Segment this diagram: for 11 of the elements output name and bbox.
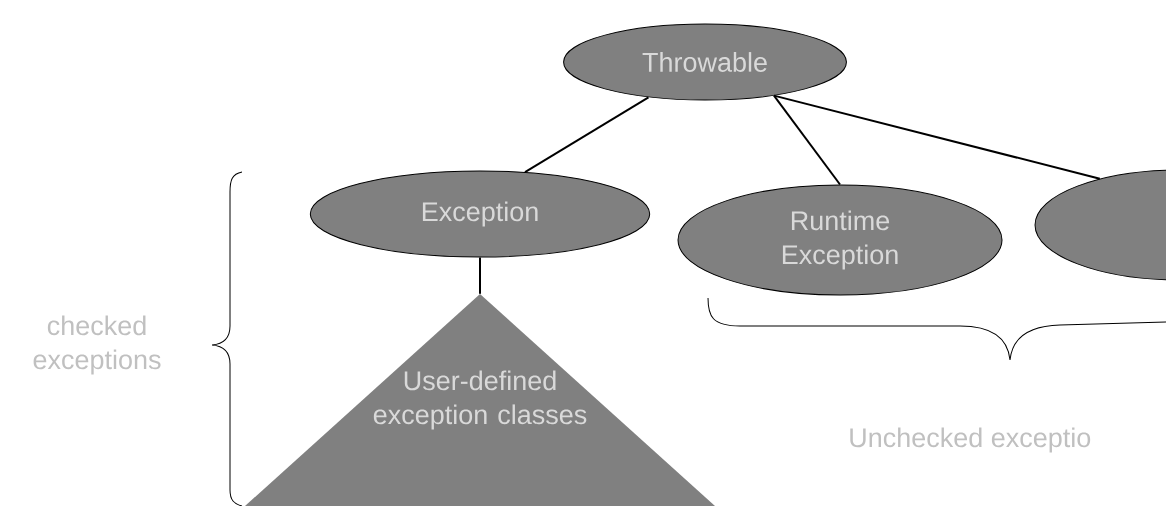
ellipse-node: Throwable (563, 23, 847, 101)
connector-line (479, 256, 481, 295)
ellipse-node (1034, 169, 1166, 281)
ellipse-node: Exception (309, 170, 651, 258)
connector-line (524, 96, 650, 174)
brace-label: checked exceptions (33, 315, 161, 375)
connector-line (773, 94, 841, 186)
triangle-node: User-defined exception classes (245, 294, 715, 506)
brace-label: Unchecked exceptio (850, 427, 1091, 453)
ellipse-node: Runtime Exception (677, 184, 1003, 296)
connector-line (773, 94, 1101, 180)
